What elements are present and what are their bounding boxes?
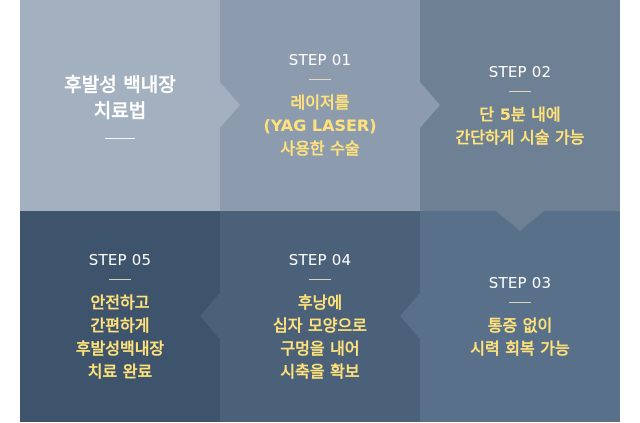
step-02-desc-line-1: 단 5분 내에 xyxy=(479,104,561,124)
step-04-divider xyxy=(309,278,331,280)
step-01-divider xyxy=(309,79,331,80)
step-02-label: STEP 02 xyxy=(488,62,552,81)
arrow-left-icon xyxy=(200,293,220,339)
step-04-desc-line-2: 십자 모양으로 xyxy=(273,315,367,335)
intro-divider xyxy=(105,138,135,139)
step-03-divider xyxy=(509,301,531,303)
step-01-desc-line-1: 레이저를 xyxy=(290,93,350,112)
intro-cell: 후발성 백내장 치료법 xyxy=(20,0,220,211)
step-01-label: STEP 01 xyxy=(288,51,352,69)
step-04-cell: STEP 04 후낭에 십자 모양으로 구멍을 내어 시축을 확보 xyxy=(220,211,420,422)
step-02-divider xyxy=(509,90,531,92)
step-01-desc-line-3: 사용한 수술 xyxy=(280,139,360,158)
step-03-label: STEP 03 xyxy=(488,273,552,292)
step-05-desc-line-1: 안전하고 xyxy=(90,292,150,312)
step-05-label: STEP 05 xyxy=(88,250,152,269)
step-02-desc-line-2: 간단하게 시술 가능 xyxy=(455,127,585,147)
intro-title-line-1: 후발성 백내장 xyxy=(64,74,176,96)
step-04-desc-line-4: 시축을 확보 xyxy=(280,361,360,381)
arrow-right-icon xyxy=(420,82,440,128)
step-04-desc-line-1: 후낭에 xyxy=(297,292,343,312)
step-01-desc-line-2: (YAG LASER) xyxy=(263,116,377,135)
arrow-left-icon xyxy=(400,293,420,339)
step-05-desc-line-4: 치료 완료 xyxy=(87,361,153,381)
intro-title-line-2: 치료법 xyxy=(93,100,147,122)
step-05-cell: STEP 05 안전하고 간편하게 후발성백내장 치료 완료 xyxy=(20,211,220,422)
step-03-cell: STEP 03 통증 없이 시력 회복 가능 xyxy=(420,211,620,422)
step-02-cell: STEP 02 단 5분 내에 간단하게 시술 가능 xyxy=(420,0,620,211)
step-03-desc-line-2: 시력 회복 가능 xyxy=(470,338,570,358)
arrow-right-icon xyxy=(220,82,240,128)
step-05-desc-line-3: 후발성백내장 xyxy=(75,338,165,358)
step-01-cell: STEP 01 레이저를 (YAG LASER) 사용한 수술 xyxy=(220,0,420,211)
step-05-desc-line-2: 간편하게 xyxy=(90,315,150,335)
step-04-desc-line-3: 구멍을 내어 xyxy=(280,338,360,358)
step-03-desc-line-1: 통증 없이 xyxy=(487,315,553,335)
step-04-label: STEP 04 xyxy=(288,250,352,269)
arrow-down-icon xyxy=(496,211,544,231)
step-05-divider xyxy=(109,278,131,280)
